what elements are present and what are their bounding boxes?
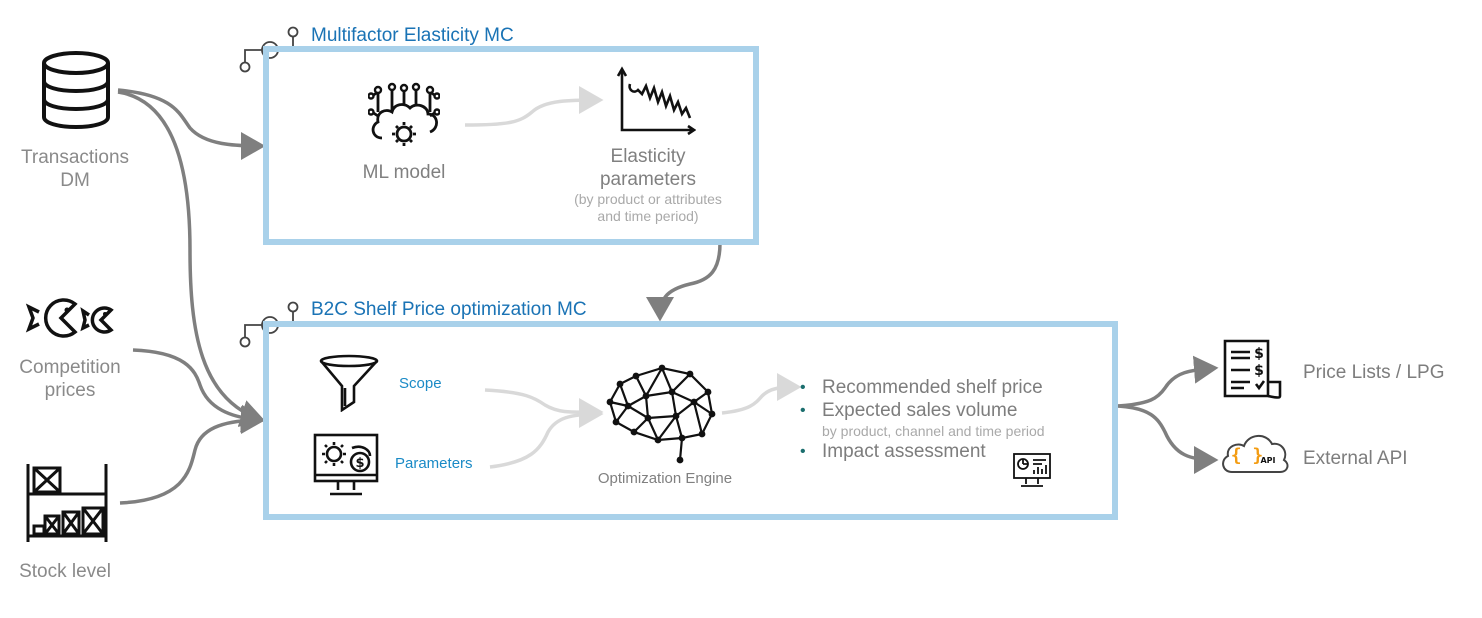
price-lists-label: Price Lists / LPG xyxy=(1303,362,1445,383)
external-api-label: External API xyxy=(1303,448,1408,469)
stock-label: Stock level xyxy=(19,561,111,582)
shelf-mc-title: B2C Shelf Price optimization MC xyxy=(311,299,587,320)
competition-label-line1: Competition xyxy=(19,357,121,378)
elasticity-mc-box xyxy=(263,46,759,245)
output-item: • Recommended shelf price xyxy=(800,376,1100,399)
svg-text:$: $ xyxy=(355,456,364,471)
output-recommended-price: Recommended shelf price xyxy=(822,377,1043,398)
parameters-label: Parameters xyxy=(395,455,473,472)
arrow-shelf-to-api xyxy=(1117,404,1219,474)
arrow-stock-to-shelf xyxy=(119,406,266,505)
neural-brain-icon xyxy=(606,364,716,464)
bullet-icon: • xyxy=(800,379,806,396)
fish-icon xyxy=(25,298,114,338)
transactions-label-line1: Transactions xyxy=(20,147,130,168)
arrow-elasticity-to-shelf xyxy=(646,242,722,322)
arrow-competition-to-shelf xyxy=(132,348,266,433)
arrow-engine-to-outputs xyxy=(721,373,802,415)
arrow-shelf-to-pricelists xyxy=(1117,355,1219,408)
elasticity-params-label: Elasticity parameters xyxy=(568,145,728,191)
transactions-label-line2: DM xyxy=(60,170,90,191)
cloud-api-icon: { } API xyxy=(1222,435,1289,473)
elasticity-label-line1: Elasticity xyxy=(610,146,686,167)
transactions-label: Transactions DM xyxy=(10,146,140,192)
arrow-transactions-to-elasticity xyxy=(117,88,266,160)
output-expected-volume: Expected sales volume xyxy=(822,400,1018,421)
elasticity-note: (by product or attributes and time perio… xyxy=(548,191,748,225)
svg-text:{ }: { } xyxy=(1231,445,1264,466)
monitor-gear-dollar-icon: $ xyxy=(313,433,379,496)
arrow-transactions-to-shelf xyxy=(117,90,266,427)
output-item: • Expected sales volume xyxy=(800,399,1100,422)
database-icon xyxy=(42,51,110,130)
arrow-ml-to-elasticity xyxy=(464,86,604,127)
outputs-list: • Recommended shelf price • Expected sales… xyxy=(800,376,1100,463)
ml-cloud-gear-icon xyxy=(368,82,440,146)
output-volume-note: by product, channel and time period xyxy=(822,423,1045,439)
arrow-params-to-engine xyxy=(489,400,604,469)
competition-label: Competition prices xyxy=(5,356,135,402)
api-badge: API xyxy=(1260,456,1275,465)
output-impact: Impact assessment xyxy=(822,441,986,462)
ml-model-label: ML model xyxy=(362,162,446,183)
funnel-icon xyxy=(319,354,379,412)
bullet-icon: • xyxy=(800,402,806,419)
warehouse-shelf-icon xyxy=(26,464,108,542)
competition-label-line2: prices xyxy=(44,380,96,401)
price-list-icon: $ $ xyxy=(1223,339,1282,399)
dashboard-monitor-icon xyxy=(1013,453,1051,487)
svg-text:$: $ xyxy=(1254,363,1264,379)
scope-label: Scope xyxy=(399,375,442,392)
elasticity-note-line2: and time period) xyxy=(597,208,699,224)
spring-chart-icon xyxy=(616,66,696,136)
optimization-engine-label: Optimization Engine xyxy=(597,470,733,487)
bullet-icon: • xyxy=(800,443,806,460)
elasticity-note-line1: (by product or attributes xyxy=(574,191,722,207)
elasticity-mc-title: Multifactor Elasticity MC xyxy=(311,25,514,46)
output-item: • Impact assessment xyxy=(800,440,1100,463)
elasticity-label-line2: parameters xyxy=(599,169,697,190)
shelf-mc-box xyxy=(263,321,1118,520)
svg-text:$: $ xyxy=(1254,346,1264,362)
